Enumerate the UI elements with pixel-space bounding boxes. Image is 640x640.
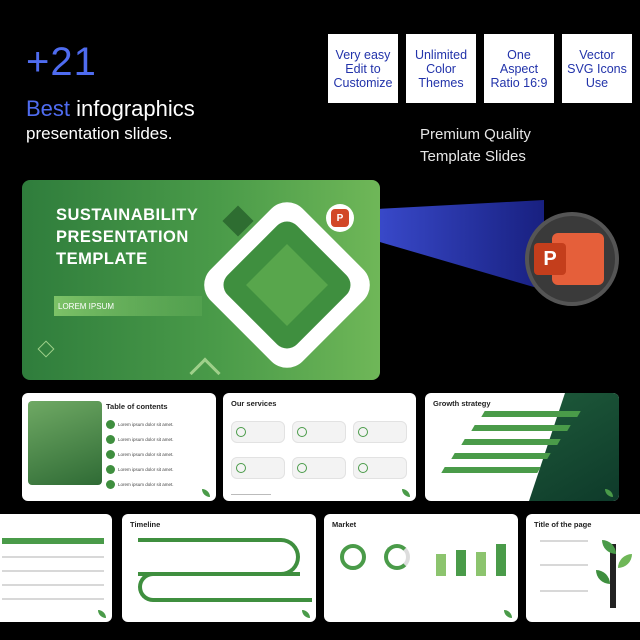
- service-icon: [358, 463, 368, 473]
- thumb-growth-strategy: Growth strategy: [425, 393, 619, 501]
- main-slide-title: SUSTAINABILITY PRESENTATION TEMPLATE: [56, 204, 198, 270]
- feature-color-themes: Unlimited Color Themes: [406, 34, 476, 103]
- list-dot: [106, 450, 115, 459]
- leaf-icon: [402, 489, 410, 497]
- bar: [496, 544, 506, 576]
- thumb-title: Table of contents: [106, 402, 168, 411]
- service-card: [353, 457, 407, 479]
- premium-line-1: Premium Quality: [420, 126, 531, 143]
- service-icon: [236, 463, 246, 473]
- thumb-title: Growth strategy: [433, 399, 491, 408]
- text-line: [540, 564, 588, 566]
- service-card: [231, 421, 285, 443]
- list-dot: [106, 480, 115, 489]
- list-dot: [106, 420, 115, 429]
- text-line: [540, 590, 588, 592]
- growth-step: [451, 453, 551, 459]
- powerpoint-icon: P: [326, 204, 354, 232]
- hands-plant-image: [28, 401, 102, 485]
- tree-leaf: [596, 570, 610, 584]
- hero-headline-rest: infographics: [70, 96, 195, 121]
- hero-headline: Best infographics: [26, 96, 195, 122]
- title-line-2: PRESENTATION: [56, 228, 189, 246]
- thumb-title: Market: [332, 520, 357, 529]
- bar: [476, 552, 486, 576]
- hero-count: +21: [26, 40, 97, 84]
- table-row: [2, 598, 104, 600]
- growth-step: [481, 411, 581, 417]
- list-item: Lorem ipsum dolor sit amet.: [118, 482, 174, 487]
- table-row: [2, 556, 104, 558]
- growth-image: [529, 393, 619, 501]
- leaf-icon: [202, 489, 210, 497]
- service-card: [231, 457, 285, 479]
- list-item: Lorem ipsum dolor sit amet.: [118, 437, 174, 442]
- growth-step: [461, 439, 561, 445]
- list-item: Lorem ipsum dolor sit amet.: [118, 422, 174, 427]
- timeline-track: [158, 598, 312, 602]
- donut-chart: [384, 544, 410, 570]
- main-slide-preview: SUSTAINABILITY PRESENTATION TEMPLATE LOR…: [22, 180, 380, 380]
- table-row: [2, 584, 104, 586]
- thumb-table-of-contents: Table of contents Lorem ipsum dolor sit …: [22, 393, 216, 501]
- hero-subline: presentation slides.: [26, 124, 173, 143]
- bar: [436, 554, 446, 576]
- tree-icon: [610, 544, 616, 608]
- growth-step: [471, 425, 571, 431]
- thumb-market: Market: [324, 514, 518, 622]
- ppt-letter: P: [331, 209, 349, 227]
- feature-easy-edit: Very easy Edit to Customize: [328, 34, 398, 103]
- tree-leaf: [618, 554, 632, 568]
- thumb-title: Title of the page: [534, 520, 592, 529]
- thumb-timeline: Timeline: [122, 514, 316, 622]
- premium-text: Premium Quality Template Slides: [420, 124, 531, 168]
- main-slide-subtitle-bar: LOREM IPSUM: [54, 296, 202, 316]
- donut-chart: [340, 544, 366, 570]
- text-line: [540, 540, 588, 542]
- footer-line: [231, 494, 271, 495]
- list-item: Lorem ipsum dolor sit amet.: [118, 452, 174, 457]
- tiny-diamond-decoration: [37, 340, 55, 358]
- service-card: [353, 421, 407, 443]
- feature-list: Very easy Edit to Customize Unlimited Co…: [328, 34, 632, 103]
- leaf-icon: [605, 489, 613, 497]
- feature-vector-icons: Vector SVG Icons Use: [562, 34, 632, 103]
- title-line-1: SUSTAINABILITY: [56, 206, 199, 224]
- powerpoint-icon-large: P: [525, 212, 619, 306]
- thumb-our-services: Our services: [223, 393, 416, 501]
- title-line-3: TEMPLATE: [56, 250, 148, 268]
- premium-line-2: Template Slides: [420, 148, 526, 165]
- thumb-title: Our services: [231, 399, 277, 408]
- hero-accent: Best: [26, 96, 71, 121]
- list-dot: [106, 465, 115, 474]
- thumb-comparison-table: [0, 514, 112, 622]
- ppt-sheet: P: [534, 233, 604, 285]
- table-row: [2, 570, 104, 572]
- service-icon: [297, 427, 307, 437]
- service-card: [292, 421, 346, 443]
- ppt-badge: P: [534, 243, 566, 275]
- leaf-icon: [302, 610, 310, 618]
- leaf-icon: [98, 610, 106, 618]
- service-icon: [236, 427, 246, 437]
- thumb-title-of-page: Title of the page: [526, 514, 640, 622]
- thumb-title: Timeline: [130, 520, 161, 529]
- chevron-up-icon: [189, 357, 221, 380]
- feature-aspect-ratio: One Aspect Ratio 16:9: [484, 34, 554, 103]
- list-item: Lorem ipsum dolor sit amet.: [118, 467, 174, 472]
- service-card: [292, 457, 346, 479]
- growth-step: [441, 467, 541, 473]
- table-header: [2, 538, 104, 544]
- list-dot: [106, 435, 115, 444]
- tree-leaf: [602, 540, 616, 554]
- leaf-icon: [504, 610, 512, 618]
- service-icon: [297, 463, 307, 473]
- timeline-track: [138, 538, 300, 576]
- bar: [456, 550, 466, 576]
- service-icon: [358, 427, 368, 437]
